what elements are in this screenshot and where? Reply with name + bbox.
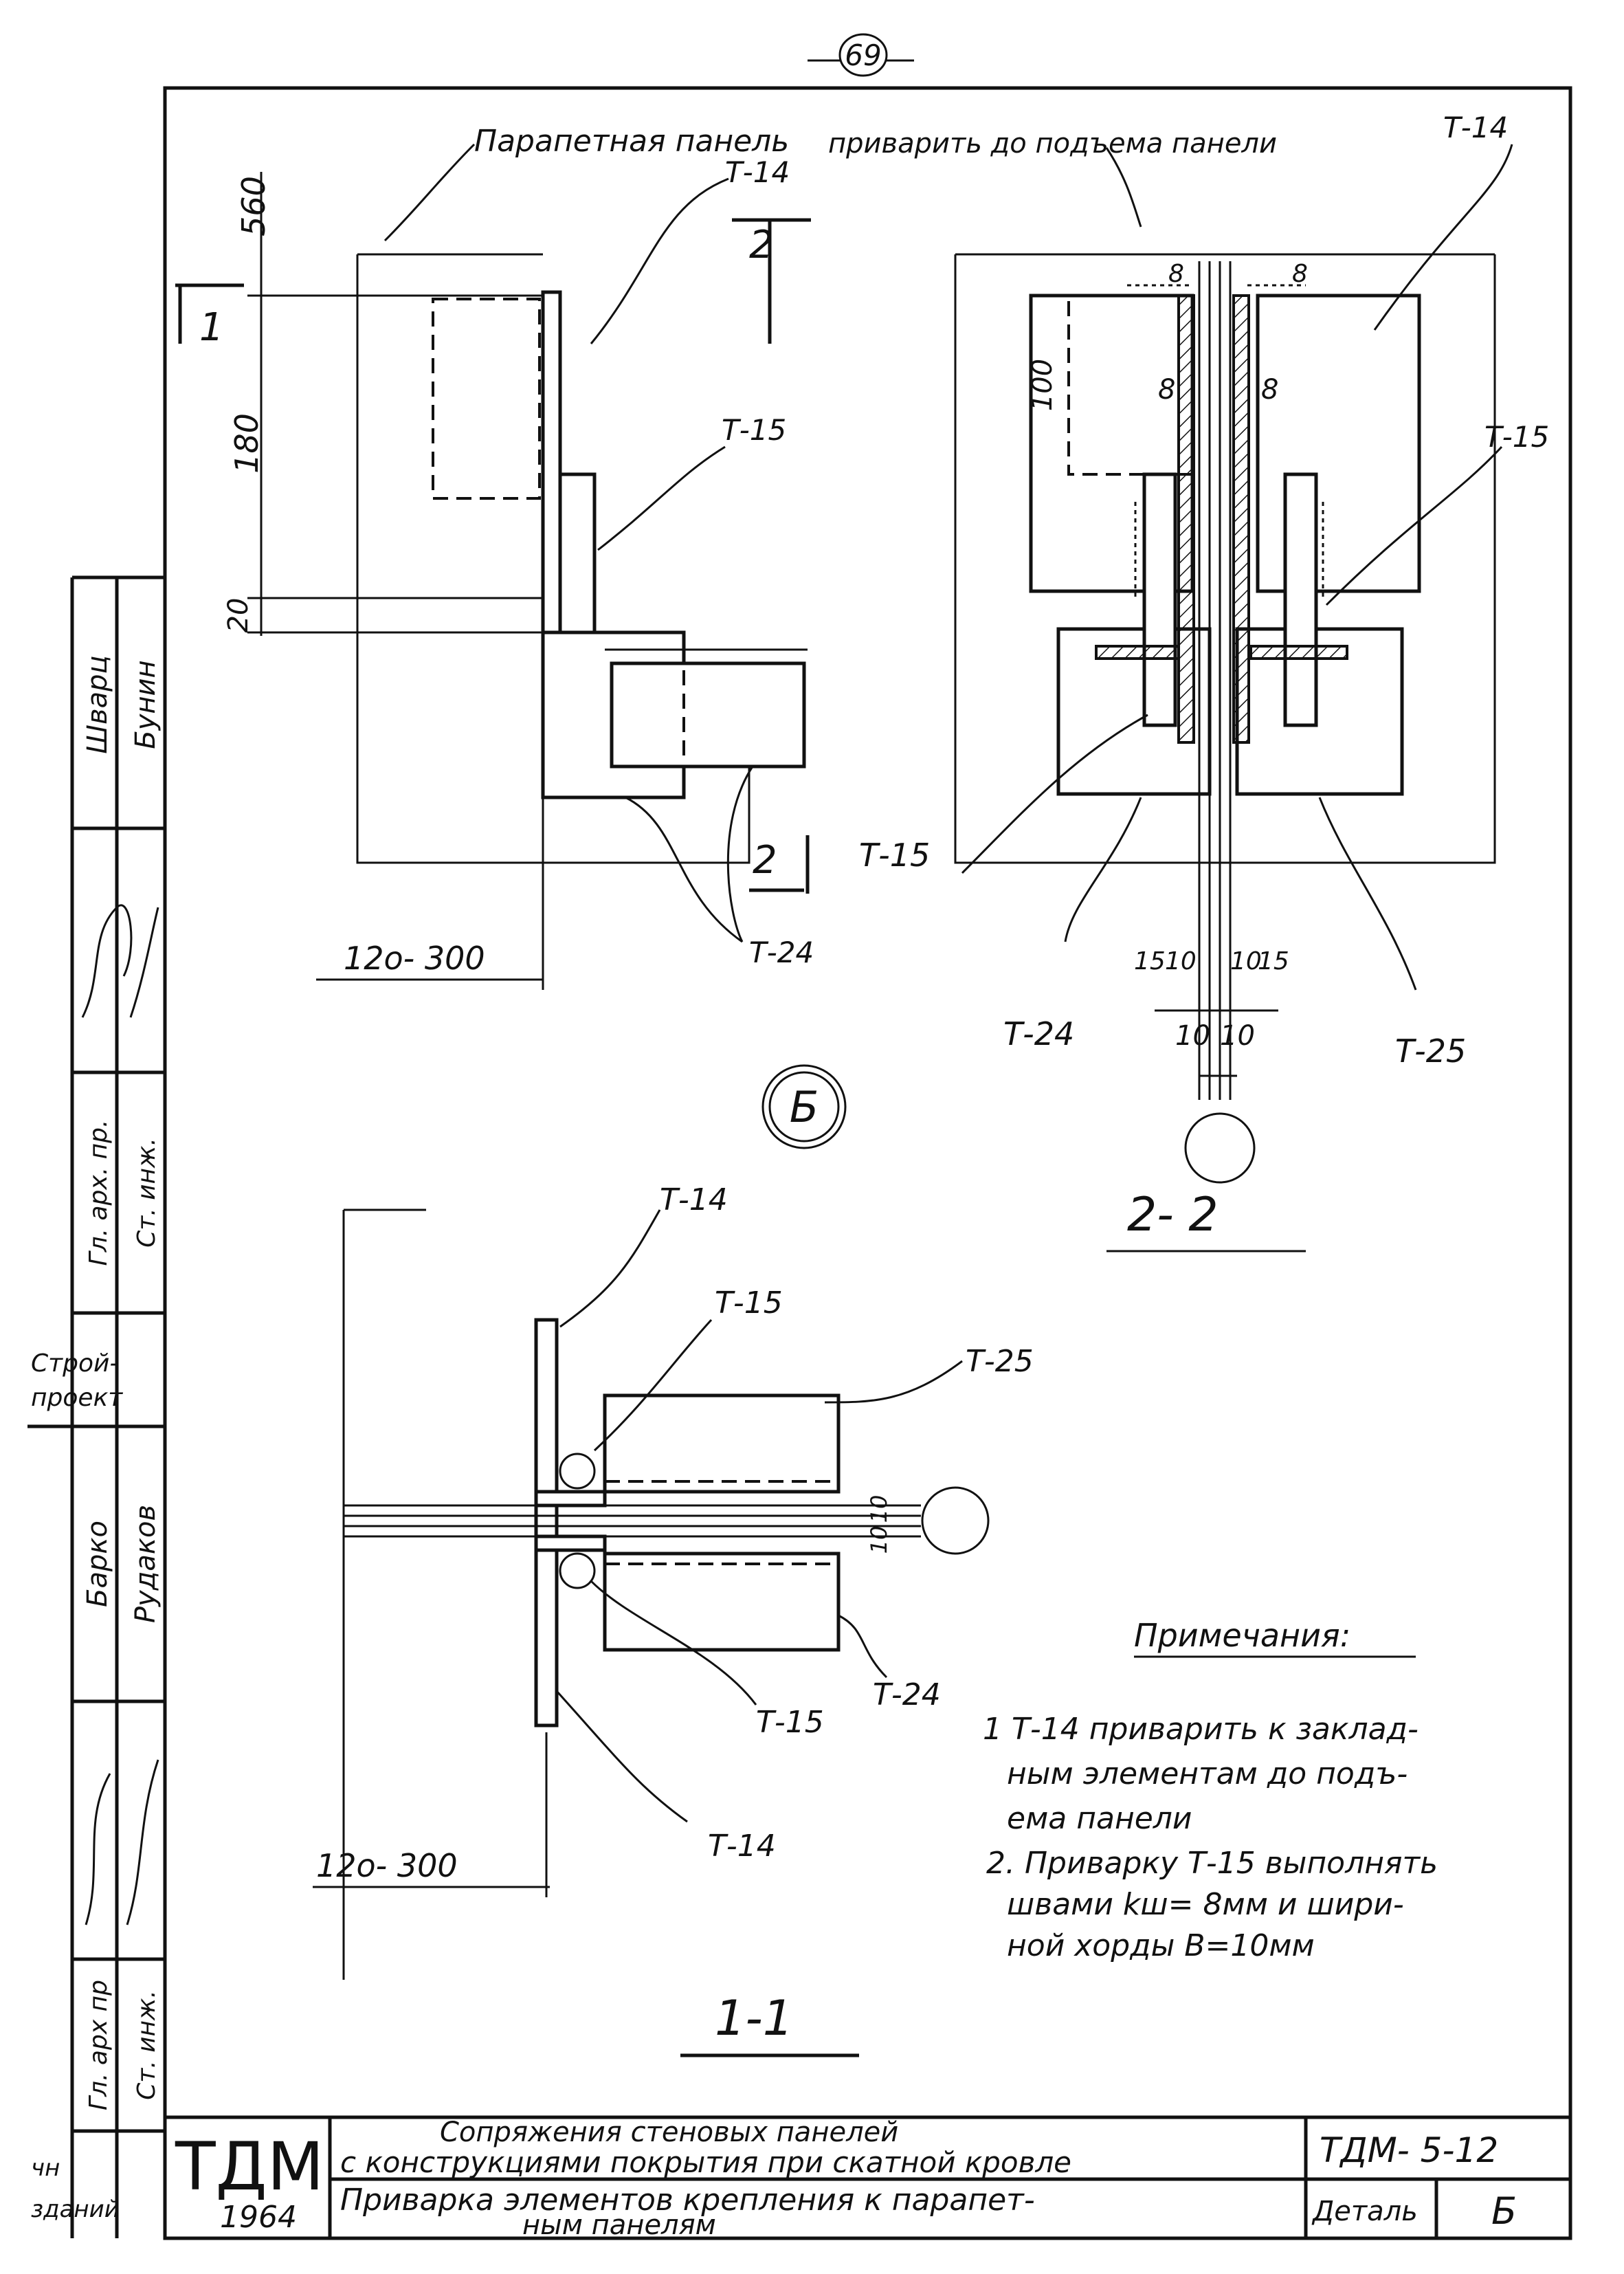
note-line-6: ной хорды B=10мм — [1007, 1928, 1315, 1963]
dim-8c: 8 — [1158, 374, 1175, 406]
dim-15b: 15 — [1258, 947, 1289, 975]
signature-1 — [81, 904, 159, 1018]
view-section-1-1 — [313, 1208, 990, 2057]
label-t14-1b: Т-14 — [708, 1829, 776, 1864]
label-weld-note: приварить до подъема панели — [828, 128, 1277, 159]
dim-8d: 8 — [1261, 374, 1278, 406]
dim-20: 20 — [223, 598, 254, 633]
grid-axis-bubble-1-1 — [921, 1486, 990, 1555]
stamp-role-3: Гл. арх пр — [85, 1980, 113, 2110]
stamp-bottom-2: зданий — [31, 2196, 120, 2223]
note-line-2: ным элементам до подъ- — [1007, 1756, 1408, 1791]
svg-text:Б: Б — [790, 1082, 819, 1132]
view-section-2-2 — [954, 144, 1513, 1252]
sheet-frame — [163, 86, 1572, 2240]
grid-axis-bubble — [1184, 1112, 1256, 1184]
label-t15-1a: Т-15 — [715, 1285, 783, 1321]
view-section-1-1-labels: Т-14 Т-15 Т-25 Т-24 Т-15 Т-14 10 10 12о-… — [316, 1182, 1034, 2046]
dim-120-300-1: 12о- 300 — [316, 1847, 458, 1884]
stamp-bottom-1: чн — [31, 2154, 60, 2182]
side-stamp: Шварц Бунин Гл. арх. пр. Ст. инж. Строй-… — [27, 575, 165, 2238]
view-elevation-labels: Парапетная панель приварить до подъема п… — [199, 124, 1277, 977]
title-2-2: 2- 2 — [1127, 1188, 1219, 1242]
dim-8b: 8 — [1292, 260, 1308, 288]
title-year: 1964 — [220, 2200, 297, 2235]
title-block: ТДМ 1964 Сопряжения стеновых панелей с к… — [165, 2115, 1570, 2241]
detail-value: Б — [1491, 2189, 1517, 2233]
stamp-name-1: Шварц — [82, 655, 113, 753]
svg-text:69: 69 — [845, 38, 881, 72]
page-number: 69 — [808, 33, 914, 77]
label-t24-2: Т-24 — [1003, 1015, 1074, 1052]
stamp-role-4: Ст. инж. — [133, 1990, 161, 2100]
note-line-1: 1 Т-14 приварить к заклад- — [983, 1712, 1419, 1747]
detail-callout: Б — [761, 1064, 847, 1149]
view-section-2-2-labels: Т-14 Т-15 Т-15 Т-24 Т-25 100 8 8 8 8 15 … — [859, 111, 1549, 1242]
dim-180: 180 — [228, 413, 265, 474]
stamp-role-1: Гл. арх. пр. — [85, 1120, 113, 1266]
dim-10-1b: 10 — [866, 1526, 892, 1554]
label-t15-1b: Т-15 — [756, 1705, 824, 1740]
label-parapet-panel: Парапетная панель — [474, 124, 789, 159]
label-t24: Т-24 — [749, 936, 814, 969]
subtitle-line-1: Приварка элементов крепления к парапет- — [340, 2183, 1035, 2218]
label-t14-2: Т-14 — [1443, 111, 1508, 144]
stamp-name-4: Рудаков — [130, 1505, 162, 1623]
title-line-2: с конструкциями покрытия при скатной кро… — [340, 2145, 1071, 2179]
dim-15a: 15 — [1134, 947, 1166, 975]
dim-10c: 10 — [1175, 1020, 1210, 1052]
label-t24-1: Т-24 — [873, 1677, 941, 1712]
title-code: ТДМ- 5-12 — [1320, 2130, 1498, 2170]
label-t15: Т-15 — [722, 413, 786, 447]
signature-2 — [85, 1759, 159, 1925]
section-mark-2-top: 2 — [749, 223, 774, 267]
notes-heading: Примечания: — [1134, 1617, 1350, 1654]
section-mark-1: 1 — [199, 305, 224, 350]
dim-100: 100 — [1027, 359, 1058, 411]
title-line-1: Сопряжения стеновых панелей — [440, 2117, 898, 2148]
dim-10a: 10 — [1165, 947, 1197, 975]
label-t14: Т-14 — [725, 155, 790, 189]
title-logo: ТДМ — [175, 2128, 324, 2205]
dim-560: 560 — [235, 176, 272, 236]
dim-120-300: 12о- 300 — [344, 940, 485, 977]
subtitle-line-2: ным панелям — [522, 2209, 716, 2241]
dim-10-1a: 10 — [866, 1495, 892, 1523]
label-t25-1: Т-25 — [966, 1344, 1034, 1379]
note-line-4: 2. Приварку Т-15 выполнять — [986, 1846, 1438, 1881]
stamp-name-3: Барко — [82, 1521, 113, 1607]
stamp-org-1: Строй- — [31, 1349, 118, 1378]
dim-10b: 10 — [1230, 947, 1262, 975]
note-line-3: ема панели — [1007, 1801, 1192, 1836]
label-t15-2a: Т-15 — [1484, 420, 1549, 454]
detail-label: Деталь — [1311, 2196, 1418, 2227]
label-t14-1a: Т-14 — [660, 1182, 728, 1217]
dim-8a: 8 — [1168, 260, 1184, 288]
notes: Примечания: 1 Т-14 приварить к заклад- н… — [983, 1617, 1438, 1963]
section-mark-2-bottom: 2 — [753, 838, 777, 883]
title-1-1: 1-1 — [715, 1990, 793, 2046]
label-t25-2: Т-25 — [1395, 1033, 1466, 1070]
stamp-org-2: проект — [31, 1384, 123, 1412]
view-elevation — [175, 143, 811, 990]
stamp-name-2: Бунин — [130, 660, 162, 749]
label-t15-2b: Т-15 — [859, 837, 930, 874]
dim-10d: 10 — [1220, 1020, 1255, 1052]
stamp-role-2: Ст. инж. — [133, 1138, 161, 1248]
note-line-5: швами kш= 8мм и шири- — [1007, 1887, 1404, 1922]
